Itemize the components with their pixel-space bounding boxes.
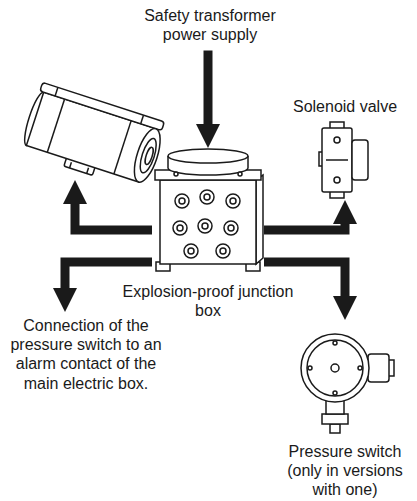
part-caption: Explosion-proof junction box	[118, 282, 298, 320]
part-caption: Solenoid valve	[280, 97, 410, 116]
camera-housing	[18, 82, 168, 193]
part-caption: Pressure switch (only in versions with o…	[280, 442, 410, 500]
alarm-connection-note: Connection of the pressure switch to an …	[8, 316, 164, 395]
junction-box: Explosion-proof junction box	[152, 148, 264, 276]
note-text: Safety transformer power supply	[138, 6, 282, 44]
solenoid-valve: Solenoid valve	[318, 122, 372, 200]
power-supply-label: Safety transformer power supply	[138, 6, 282, 46]
junction-box-drawing	[155, 149, 263, 271]
power-arrow	[264, 212, 345, 230]
pressure-switch: Pressure switch (only in versions with o…	[295, 320, 395, 436]
pressure-switch-drawing	[301, 334, 394, 433]
solenoid-valve-drawing	[319, 122, 368, 198]
note-text: Connection of the pressure switch to an …	[8, 316, 164, 393]
camera-arrow	[75, 192, 152, 230]
power-arrow	[204, 50, 213, 136]
